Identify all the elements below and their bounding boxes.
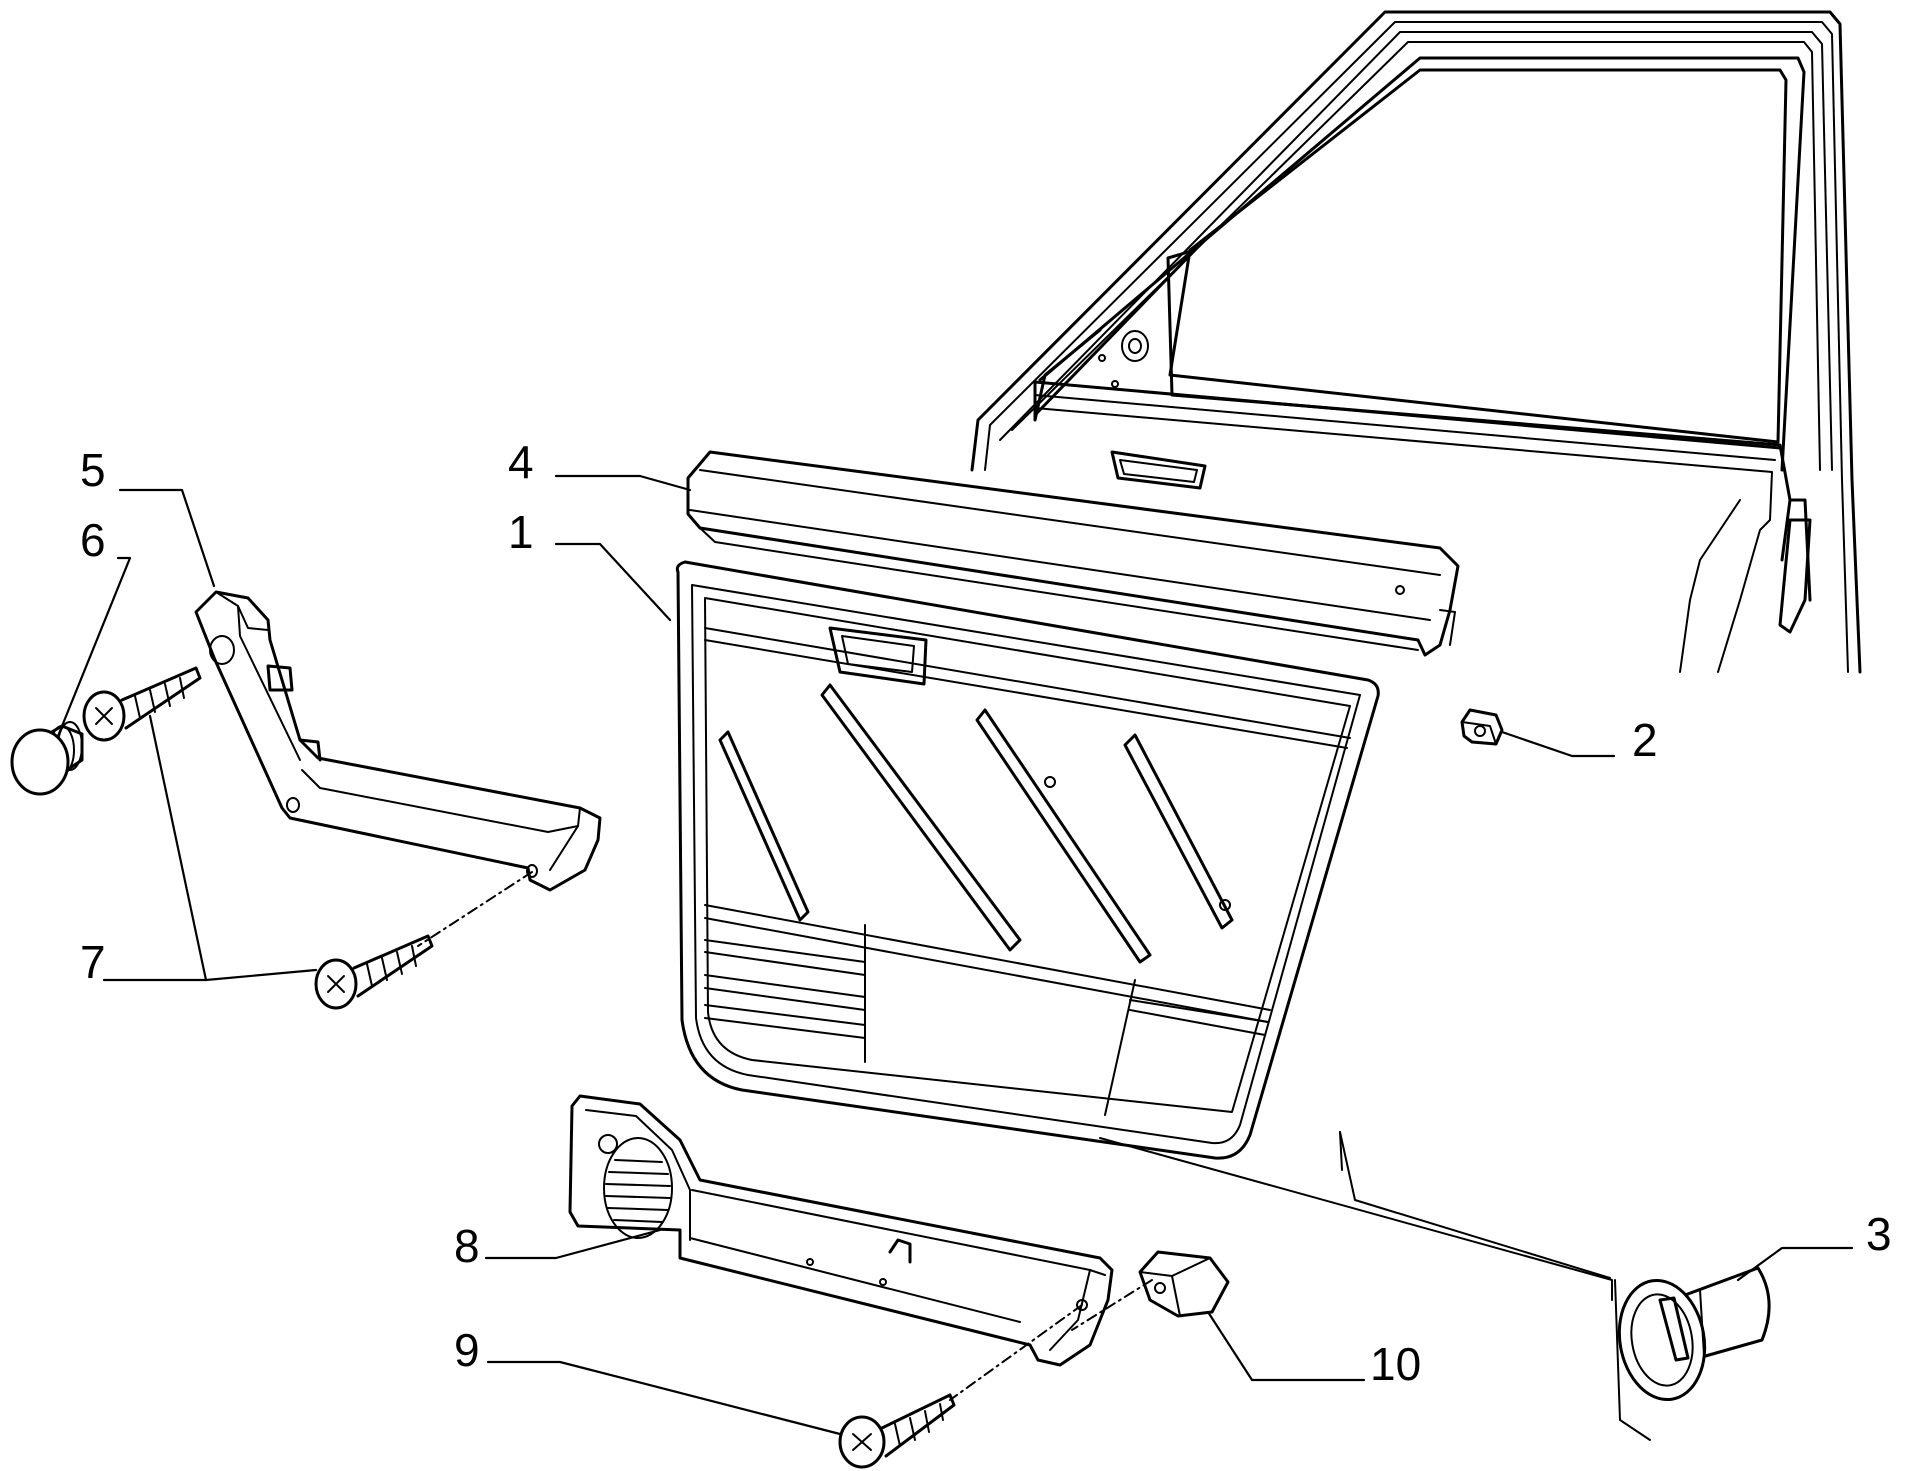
callout-7: 7 bbox=[80, 936, 106, 988]
part-7-screw-lower bbox=[314, 934, 434, 1010]
part-1-door-trim-panel bbox=[675, 560, 1380, 1160]
callout-1: 1 bbox=[508, 506, 534, 558]
callout-3: 3 bbox=[1866, 1208, 1892, 1260]
callout-6: 6 bbox=[80, 514, 106, 566]
callout-9: 9 bbox=[454, 1324, 480, 1376]
assembly-lines bbox=[417, 871, 1651, 1441]
callout-10: 10 bbox=[1370, 1338, 1421, 1390]
part-9-screw bbox=[838, 1393, 956, 1469]
part-8-lower-pocket-speaker bbox=[568, 1094, 1114, 1367]
part-6-cap bbox=[10, 721, 84, 796]
part-3-grommet bbox=[1617, 1266, 1771, 1402]
part-7-screw-upper bbox=[82, 666, 202, 742]
callout-4: 4 bbox=[508, 436, 534, 488]
callout-5: 5 bbox=[80, 444, 106, 496]
callout-2: 2 bbox=[1632, 714, 1658, 766]
part-2-clip bbox=[1460, 708, 1504, 746]
part-4-upper-trim-strip bbox=[686, 450, 1460, 657]
callout-labels: 1 2 3 4 5 6 7 8 9 10 bbox=[80, 436, 1892, 1390]
leader-lines bbox=[56, 474, 1854, 1436]
callout-8: 8 bbox=[454, 1220, 480, 1272]
part-10-speed-nut bbox=[1138, 1250, 1230, 1318]
door-frame bbox=[970, 10, 1862, 674]
part-5-pull-handle bbox=[194, 590, 602, 892]
